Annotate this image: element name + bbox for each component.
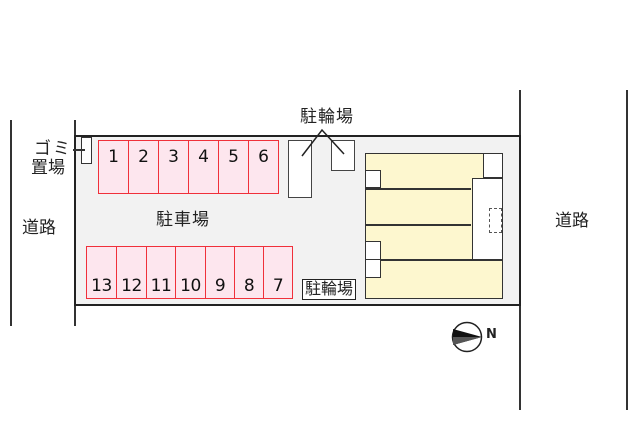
road-left-label: 道路 [22, 218, 56, 238]
parking-space-5: 5 [218, 140, 249, 194]
parking-lot-label: 駐車場 [156, 210, 210, 230]
parking-space-13: 13 [86, 246, 117, 299]
corridor-block [472, 178, 503, 260]
parking-space-8: 8 [234, 246, 264, 299]
entrance-cell-1 [365, 170, 381, 188]
parking-space-6: 6 [248, 140, 279, 194]
entrance-cell-2 [365, 241, 381, 260]
road-right-edge-outer [626, 90, 628, 410]
unit-divider-3 [365, 259, 503, 261]
parking-space-2: 2 [128, 140, 159, 194]
bicycle-rack-top-left [288, 140, 312, 198]
unit-divider-1 [365, 188, 471, 190]
garbage-label-line2: 置場 [31, 158, 65, 178]
garbage-label-line1: ゴミ [34, 139, 72, 159]
road-left-edge-outer [10, 120, 12, 326]
garbage-leader-line [73, 149, 85, 151]
stair-block-top [483, 153, 503, 178]
compass-north-letter: N [486, 327, 497, 342]
entrance-cell-3 [365, 259, 381, 278]
bicycle-label-top: 駐輪場 [300, 107, 354, 127]
road-right-label: 道路 [555, 211, 589, 231]
parking-space-9: 9 [205, 246, 235, 299]
unit-divider-2 [365, 224, 471, 226]
bicycle-leader-lines [301, 128, 345, 157]
parking-space-3: 3 [158, 140, 189, 194]
parking-space-4: 4 [188, 140, 219, 194]
parking-space-11: 11 [146, 246, 176, 299]
parking-space-10: 10 [175, 246, 206, 299]
dashed-fixture [489, 208, 502, 233]
parking-space-1: 1 [98, 140, 129, 194]
garbage-box [81, 137, 92, 164]
parking-space-12: 12 [116, 246, 147, 299]
compass-icon [451, 321, 483, 353]
bicycle-label-bottom: 駐輪場 [302, 279, 357, 300]
parking-space-7: 7 [263, 246, 293, 299]
